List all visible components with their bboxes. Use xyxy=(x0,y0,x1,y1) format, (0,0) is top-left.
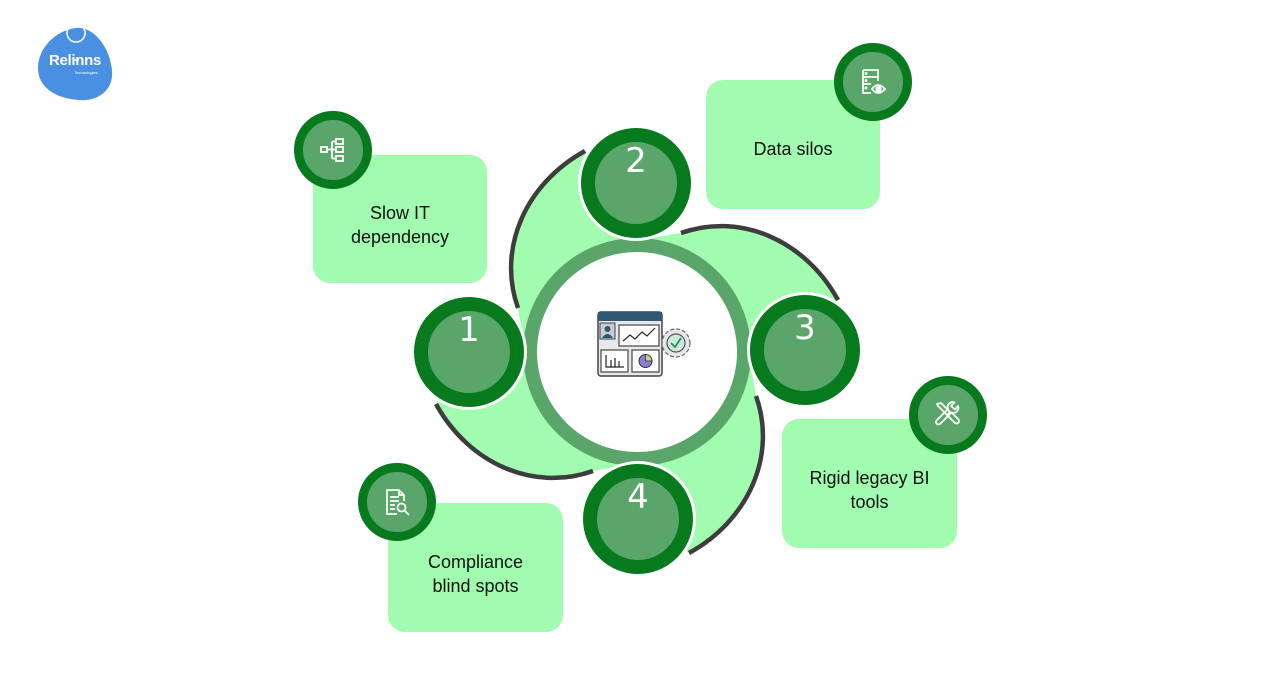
logo: Relinns Technologies xyxy=(36,23,114,102)
tools-icon xyxy=(909,376,987,454)
card-label-line: Compliance xyxy=(427,551,524,572)
document-search-icon xyxy=(358,463,436,541)
step-2: 2 xyxy=(578,125,694,241)
hierarchy-icon xyxy=(294,111,372,189)
step-2-number: 2 xyxy=(625,141,647,181)
petal-top-left-outline xyxy=(508,149,587,309)
petal-bottom-right-outline xyxy=(687,395,766,555)
step-2-badge xyxy=(581,128,691,238)
card-compliance-blind-spots: Compliance blind spots xyxy=(388,503,563,632)
card-label-line: Data silos xyxy=(753,139,833,159)
step-1: 1 xyxy=(411,294,527,410)
card-label-line: Slow IT xyxy=(369,203,430,223)
card-label-line: Rigid legacy BI xyxy=(809,467,930,488)
step-4-number: 4 xyxy=(627,477,649,517)
step-3-number: 3 xyxy=(794,308,816,348)
step-4: 4 xyxy=(580,461,696,577)
database-view-icon xyxy=(834,43,912,121)
card-label-line: blind spots xyxy=(432,575,519,596)
petal-top-right-outline xyxy=(680,223,840,302)
card-label-line: dependency xyxy=(350,227,450,247)
step-4-badge xyxy=(583,464,693,574)
logo-tagline: Technologies xyxy=(74,70,98,75)
logo-name: Relinns xyxy=(48,52,102,69)
step-3: 3 xyxy=(747,292,863,408)
step-1-number: 1 xyxy=(458,310,480,350)
petal-bottom-left-outline xyxy=(434,402,594,481)
dashboard-analytics-icon xyxy=(594,310,694,380)
card-label-line: tools xyxy=(850,491,889,512)
